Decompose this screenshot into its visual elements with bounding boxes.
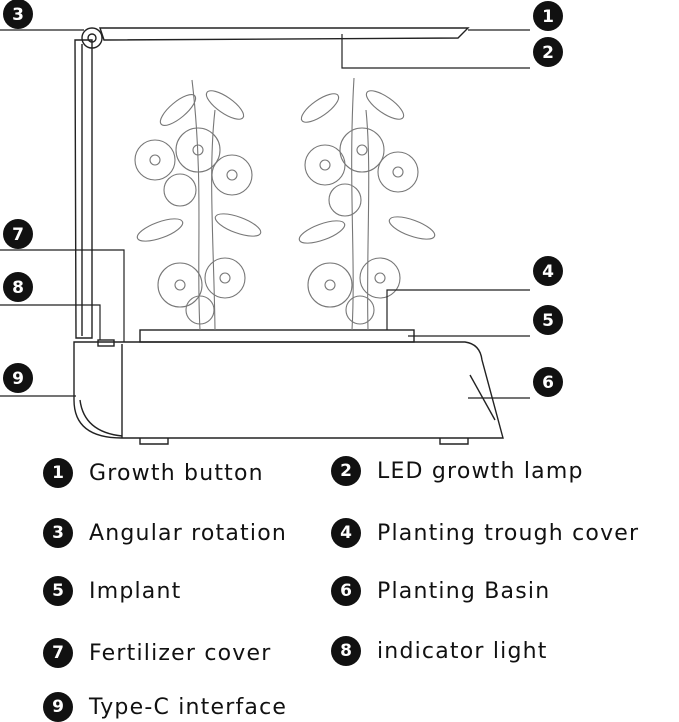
legend-badge: 4 [331,518,361,548]
led-growth-lamp [74,27,470,339]
legend-item-1: 1 Growth button [43,458,264,488]
svg-text:6: 6 [542,373,554,393]
legend-item-6: 6 Planting Basin [331,576,550,606]
legend-label: Fertilizer cover [89,640,272,666]
callout-badge-8: 8 [3,272,33,302]
legend-badge: 1 [43,458,73,488]
svg-text:2: 2 [542,43,554,63]
legend: 1 Growth button 2 LED growth lamp 3 Angu… [0,450,679,722]
legend-badge: 8 [331,636,361,666]
legend-item-5: 5 Implant [43,576,181,606]
callout-badge-5: 5 [533,305,563,335]
legend-label: Angular rotation [89,520,288,546]
leader-lines [0,29,530,399]
legend-item-4: 4 Planting trough cover [331,518,639,548]
svg-text:8: 8 [12,278,24,298]
svg-text:9: 9 [12,369,24,389]
svg-text:5: 5 [542,311,554,331]
legend-label: Growth button [89,460,264,486]
legend-badge: 7 [43,638,73,668]
product-diagram: 1 2 3 4 5 6 7 8 9 [0,0,563,445]
legend-badge: 9 [43,692,73,722]
plant-left [134,79,262,331]
planting-trough-cover [139,329,415,343]
legend-item-2: 2 LED growth lamp [331,456,584,486]
legend-badge: 3 [43,518,73,548]
leader-7 [0,249,125,342]
legend-item-7: 7 Fertilizer cover [43,638,271,668]
legend-badge: 2 [331,456,361,486]
leader-2 [341,34,530,69]
callout-badge-6: 6 [533,367,563,397]
plant-right [298,77,436,331]
callout-badge-7: 7 [3,219,33,249]
callout-badge-3: 3 [3,0,33,29]
legend-label: indicator light [377,638,548,664]
legend-badge: 5 [43,576,73,606]
plant-illustration [134,77,436,331]
callout-badge-1: 1 [533,1,563,31]
legend-item-3: 3 Angular rotation [43,518,287,548]
svg-text:7: 7 [12,225,24,245]
legend-label: Implant [89,578,182,604]
legend-label: LED growth lamp [377,458,584,484]
callout-badge-4: 4 [533,256,563,286]
leader-4 [386,289,530,330]
legend-label: Planting Basin [377,578,551,604]
svg-text:3: 3 [12,5,24,25]
legend-badge: 6 [331,576,361,606]
leader-8 [0,304,101,340]
planting-basin [73,339,504,445]
legend-label: Type-C interface [89,694,288,720]
svg-text:1: 1 [542,7,554,27]
legend-label: Planting trough cover [377,520,640,546]
legend-item-9: 9 Type-C interface [43,692,287,722]
svg-text:4: 4 [542,262,554,282]
callout-badge-2: 2 [533,37,563,67]
callout-badge-9: 9 [3,363,33,393]
legend-item-8: 8 indicator light [331,636,548,666]
